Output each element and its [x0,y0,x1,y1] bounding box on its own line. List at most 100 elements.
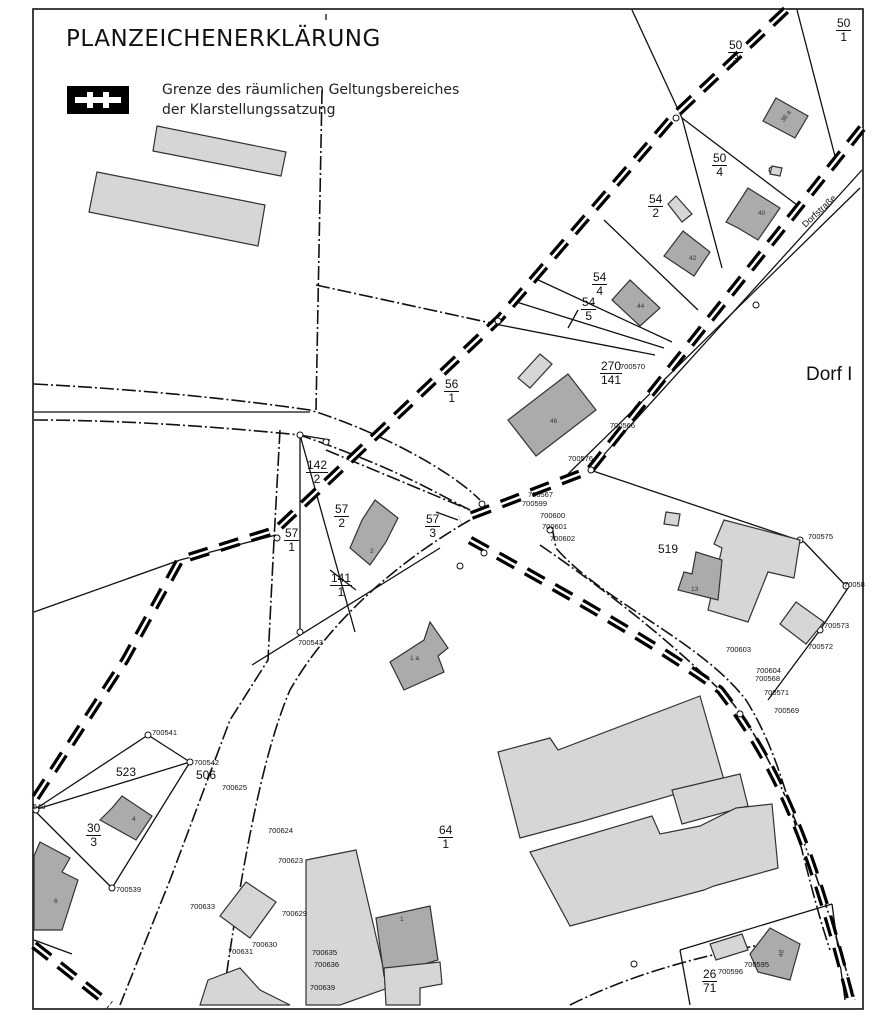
legend-description: Grenze des räumlichen Geltungsbereiches … [162,80,459,120]
survey-point-label: 700539 [116,885,142,894]
parcel-number: 523 [116,765,137,779]
survey-point-label: 540 [33,802,46,811]
survey-point-label: 700604 [756,666,782,675]
survey-point-label: 700543 [298,638,324,647]
legend-title: PLANZEICHENERKLÄRUNG [66,26,381,52]
survey-point-label: 700633 [190,902,216,911]
survey-point-label: 700630 [252,940,278,949]
house-number: 48 [777,949,786,958]
survey-point-label: 700631 [228,947,254,956]
house-number: 42 [689,255,697,262]
building-shape [611,279,661,327]
building-shape [389,620,449,691]
building-shape [769,165,783,177]
survey-point-label: 700602 [550,534,576,543]
boundary-legend-symbol [67,86,129,114]
boundary-points [32,114,850,968]
building-shape [88,171,266,247]
building-shape [497,695,725,839]
survey-point-label: 700603 [726,645,752,654]
survey-point-label: 700623 [278,856,304,865]
building-shape [667,195,693,223]
building-shape [663,230,711,277]
survey-point-label: 700573 [824,621,850,630]
building-shape [709,933,749,961]
survey-point-label: 700566 [610,421,636,430]
survey-point-label: 700572 [808,642,834,651]
house-number: 4 [132,816,136,823]
house-number: 1 [400,916,404,923]
survey-point-label: 700576 [568,454,594,463]
building-shape [383,961,443,1006]
building-shape [507,373,597,457]
survey-point-label: 700541 [152,728,178,737]
building-shape [517,353,553,389]
survey-point-label: 700569 [774,706,800,715]
building-shape [779,601,825,645]
parcel-lines [33,9,863,1006]
survey-point-label: 700625 [222,783,248,792]
house-number: 13 [691,586,699,593]
survey-point-label: 700575 [808,532,834,541]
building-shape [152,125,287,177]
survey-point-label: 700635 [312,948,338,957]
survey-point-label: 700567 [528,490,554,499]
label-arrows [329,309,579,591]
building-shape [677,551,723,601]
survey-point-label: 700571 [764,688,790,697]
building-shape [529,803,779,927]
survey-point-label: 700568 [755,674,781,683]
survey-point-label: 700636 [314,960,340,969]
house-number: 40 [758,210,766,217]
house-number: 1 a [410,655,420,662]
building-shape [762,97,809,139]
survey-point-label: 700542 [194,758,220,767]
parcel-number: 519 [658,542,679,556]
house-number: 6 [54,898,58,905]
legend-line-2: der Klarstellungssatzung [162,102,336,118]
building-shape [33,841,79,931]
house-number: 46 [550,418,558,425]
place-name: Dorf I [806,364,853,385]
survey-point-label: 700600 [540,511,566,520]
survey-point-label: 700624 [268,826,294,835]
building-shape [99,795,153,841]
building-shape [707,519,801,623]
building-shape [199,967,291,1006]
parcel-number: 506 [196,768,217,782]
survey-point-label: 700596 [718,967,744,976]
building-shape [671,773,749,825]
validity-boundary [30,6,866,1009]
building-shape [725,187,781,241]
survey-point-label: 700629 [282,909,308,918]
survey-point-label: 700595 [744,960,770,969]
building-shape [663,511,681,527]
building-shape [375,905,439,977]
building-shape [349,499,399,566]
survey-point-label: 700639 [310,983,336,992]
legend-line-1: Grenze des räumlichen Geltungsbereiches [162,82,460,98]
building-shape [305,849,389,1006]
buildings [33,97,825,1006]
survey-point-label: 700599 [522,499,548,508]
survey-point-label: 70058 [844,580,865,589]
survey-point-label: 700570 [620,362,646,371]
house-number: 44 [637,303,645,310]
survey-point-label: 700601 [542,522,568,531]
